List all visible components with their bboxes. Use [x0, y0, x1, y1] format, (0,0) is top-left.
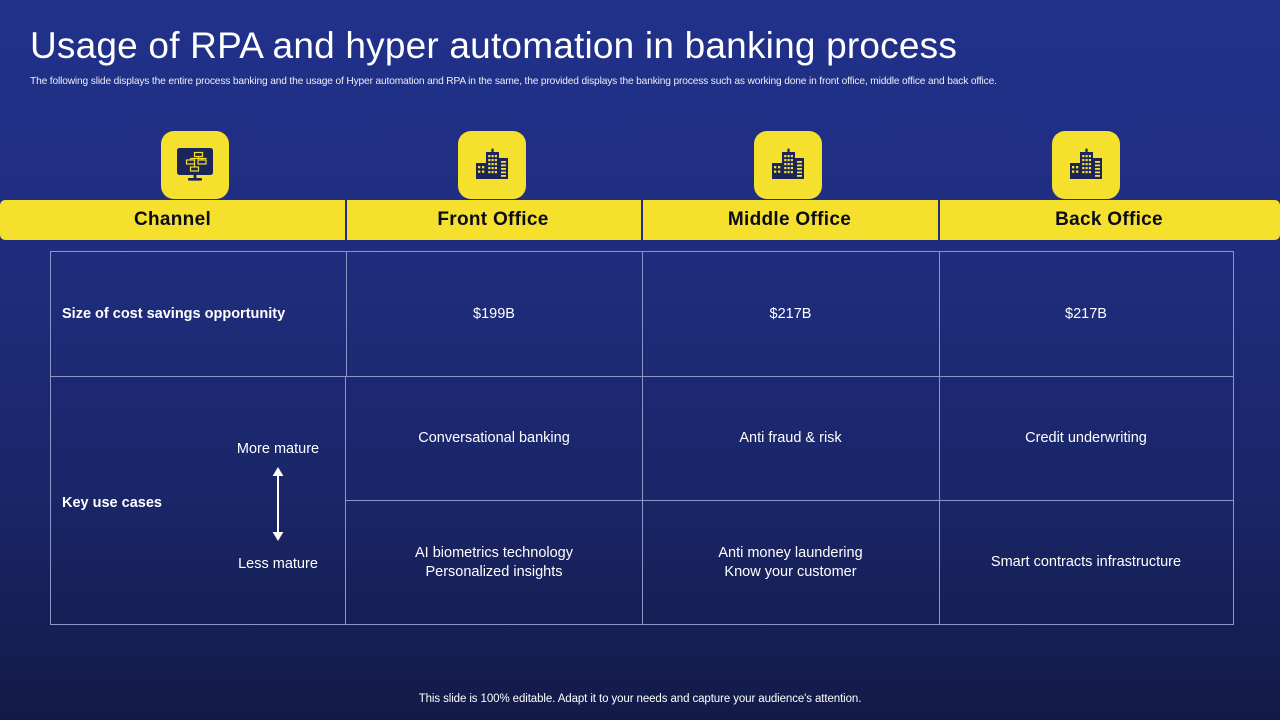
cell-more-mature-front-office: Conversational banking — [418, 430, 570, 446]
key-use-cases-grid: Conversational banking Anti fraud & risk… — [346, 377, 1233, 624]
maturity-scale: More mature Less mature — [218, 441, 338, 572]
cell-cost-front-office: $199B — [346, 252, 642, 377]
cell-less-mature-middle-office-line1: Anti money laundering — [718, 544, 863, 561]
row-label-cost-savings: Size of cost savings opportunity — [62, 305, 286, 322]
cell-less-mature-middle-office-line2: Know your customer — [724, 563, 857, 580]
monitor-flowchart-icon — [175, 145, 215, 185]
cell-less-mature-middle-office: Anti money laundering Know your customer — [642, 501, 939, 624]
maturity-high-label: More mature — [236, 441, 320, 457]
column-header-middle-office: Middle Office — [641, 200, 938, 240]
office-buildings-icon — [768, 145, 808, 185]
page-title: Usage of RPA and hyper automation in ban… — [30, 25, 958, 66]
table-row: Size of cost savings opportunity $199B $… — [51, 252, 1233, 377]
row-label-key-use-cases: Key use cases — [62, 495, 162, 511]
cell-more-mature-back-office: Credit underwriting — [939, 377, 1233, 500]
cell-more-mature-middle-office: Anti fraud & risk — [642, 377, 939, 500]
table-row-divider — [51, 376, 1233, 377]
more-mature-row: Conversational banking Anti fraud & risk… — [346, 377, 1233, 500]
office-buildings-icon — [1066, 145, 1106, 185]
cell-less-mature-front-office: AI biometrics technology Personalized in… — [346, 501, 642, 624]
icon-badge-channel — [161, 131, 229, 199]
double-arrow-vertical-icon — [269, 467, 287, 546]
cell-cost-back-office: $217B — [939, 252, 1233, 377]
icon-badge-back-office — [1052, 131, 1120, 199]
icon-badge-middle-office — [754, 131, 822, 199]
cell-less-mature-back-office: Smart contracts infrastructure — [939, 501, 1233, 624]
footer-note: This slide is 100% editable. Adapt it to… — [418, 693, 862, 705]
row-label-key-use-cases-cell: Key use cases More mature Less mature — [51, 377, 346, 624]
maturity-low-label: Less mature — [238, 556, 318, 572]
cell-less-mature-back-office-line1: Smart contracts infrastructure — [990, 554, 1182, 570]
cell-less-mature-front-office-line1: AI biometrics technology — [415, 544, 573, 561]
column-header-back-office: Back Office — [938, 200, 1280, 240]
icon-badge-row — [0, 131, 1280, 199]
column-header-front-office: Front Office — [345, 200, 641, 240]
comparison-table: Size of cost savings opportunity $199B $… — [50, 251, 1234, 625]
column-header-bar: Channel Front Office Middle Office Back … — [0, 200, 1280, 240]
office-buildings-icon — [472, 145, 512, 185]
table-subrow-divider — [346, 500, 1233, 501]
table-row: Key use cases More mature Less mature — [51, 377, 1233, 624]
cell-cost-middle-office: $217B — [642, 252, 939, 377]
icon-badge-front-office — [458, 131, 526, 199]
cell-less-mature-front-office-line2: Personalized insights — [425, 563, 563, 580]
page-subtitle: The following slide displays the entire … — [30, 76, 997, 87]
less-mature-row: AI biometrics technology Personalized in… — [346, 501, 1233, 624]
column-header-channel: Channel — [133, 209, 212, 230]
